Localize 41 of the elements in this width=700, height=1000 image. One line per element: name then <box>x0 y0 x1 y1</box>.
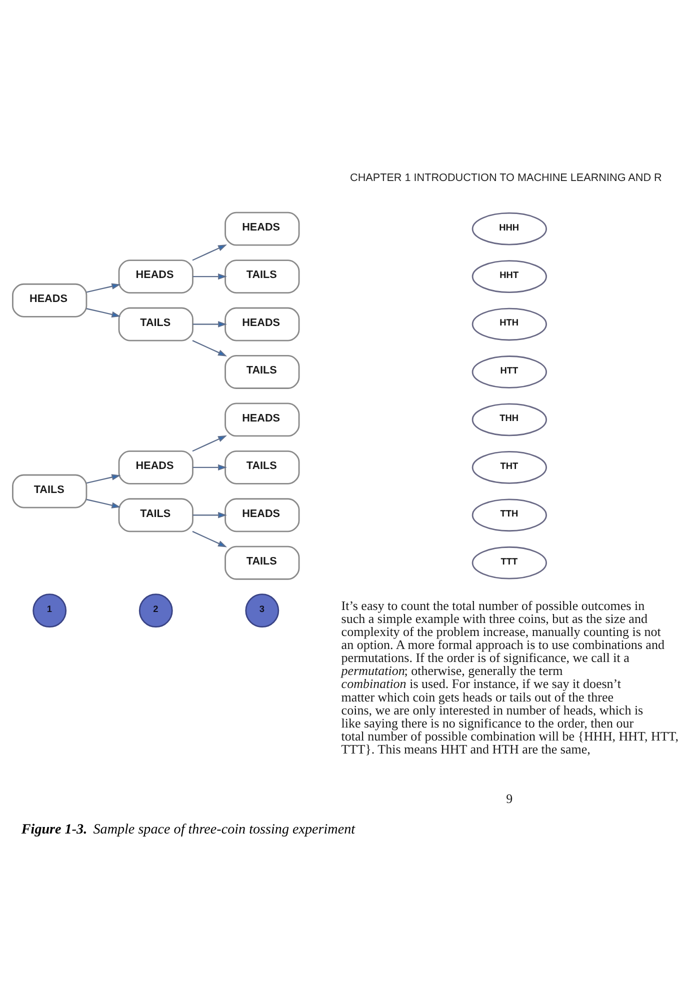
node-box: TAILS <box>224 450 300 484</box>
label: 9 <box>506 790 513 806</box>
arrow <box>192 244 227 260</box>
arrow <box>86 282 121 292</box>
label: CHAPTER 1 INTRODUCTION TO MACHINE LEARNING AND R <box>350 172 662 184</box>
arrow <box>192 272 227 280</box>
arrow <box>192 434 227 452</box>
node-circle: 3 <box>245 593 280 628</box>
node-ellipse: THT <box>472 450 547 484</box>
label: It’s easy to count the total number of possible outcomes in such a simple example with three coins, but as the size and complexity of the problem increase, manually counting is not an option. A more formal approach is to use combinations and permutations. If the order is of significance, we call it a permutation; otherwise, generally the term combination is used. For instance, if we say it doesn’t matter which coin gets heads or tails out of the three coins, we are only interested in number of heads, which is like saying there is no significance to the order, then our total number of possible combination will be {HHH, HHT, HTT, TTT}. This means HHT and HTH are the same, <box>341 598 679 756</box>
node-ellipse: TTT <box>472 546 547 579</box>
node-box: TAILS <box>224 354 300 388</box>
caption: Figure 1-3. Sample space of three-coin tossing experiment <box>21 820 356 837</box>
arrow <box>192 340 227 356</box>
node-box: HEADS <box>118 450 194 484</box>
node-box: TAILS <box>118 306 194 341</box>
arrow <box>86 308 121 317</box>
node-ellipse: HHH <box>472 212 547 245</box>
arrow <box>192 512 227 518</box>
arrow <box>192 530 227 547</box>
node-box: HEADS <box>224 402 300 436</box>
node-ellipse: HTH <box>472 307 547 340</box>
node-box: HEADS <box>224 211 300 246</box>
node-box: TAILS <box>12 474 88 508</box>
node-box: HEADS <box>118 259 194 294</box>
node-ellipse: HHT <box>472 260 547 292</box>
node-box: HEADS <box>12 282 88 317</box>
arrow <box>192 320 227 327</box>
node-box: TAILS <box>224 545 300 580</box>
node-circle: 2 <box>138 593 173 628</box>
node-box: HEADS <box>224 498 300 532</box>
node-box: HEADS <box>224 306 300 341</box>
arrow <box>192 464 227 470</box>
node-box: TAILS <box>118 498 194 532</box>
node-circle: 1 <box>32 593 67 628</box>
arrow <box>86 498 121 508</box>
node-box: TAILS <box>224 259 300 294</box>
node-ellipse: HTT <box>472 355 547 388</box>
node-ellipse: TTH <box>472 498 547 532</box>
node-ellipse: THH <box>472 402 547 436</box>
arrow <box>86 474 121 484</box>
